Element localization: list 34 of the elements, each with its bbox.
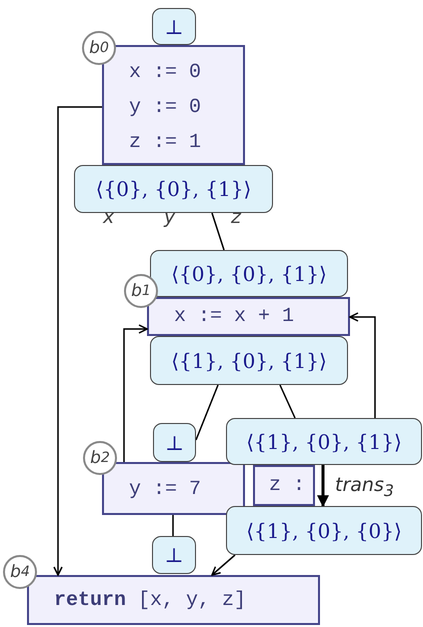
code-line: x := x + 1 [174,304,296,330]
state-value: ⊥ [164,14,184,38]
code-line: y := 7 [129,477,202,503]
state-value: ⊥ [164,543,184,567]
state-value: ⊥ [165,430,184,454]
state-value: ⟨{1}, {0}, {1}⟩ [246,430,402,454]
state-box [152,8,196,45]
state-value: ⟨{0}, {0}, {1}⟩ [96,177,252,201]
code-block [147,297,350,336]
arrow [123,324,148,462]
code-line: z : [269,473,306,499]
state-box [152,536,196,574]
state-value: ⟨{1}, {0}, {1}⟩ [171,348,327,372]
code-line: return [x, y, z] [54,588,248,614]
state-box [150,250,348,297]
state-box [150,336,348,385]
arrow [317,465,329,508]
code-block [27,575,320,625]
code-block [102,462,245,515]
arrow [53,106,102,576]
code-line: x := 0 [129,60,202,86]
state-value: ⟨{1}, {0}, {0}⟩ [246,518,402,542]
variable-label: x [103,206,114,228]
state-box [153,423,196,462]
code-block [253,465,315,506]
code-line: z := 1 [129,130,202,156]
state-box [226,418,422,465]
variable-label: y [164,206,176,228]
state-box [226,506,422,555]
arrow [349,312,376,418]
arrow [211,554,236,576]
state-box [74,165,273,213]
state-value: ⟨{0}, {0}, {1}⟩ [171,262,327,286]
code-line: y := 0 [129,95,202,121]
